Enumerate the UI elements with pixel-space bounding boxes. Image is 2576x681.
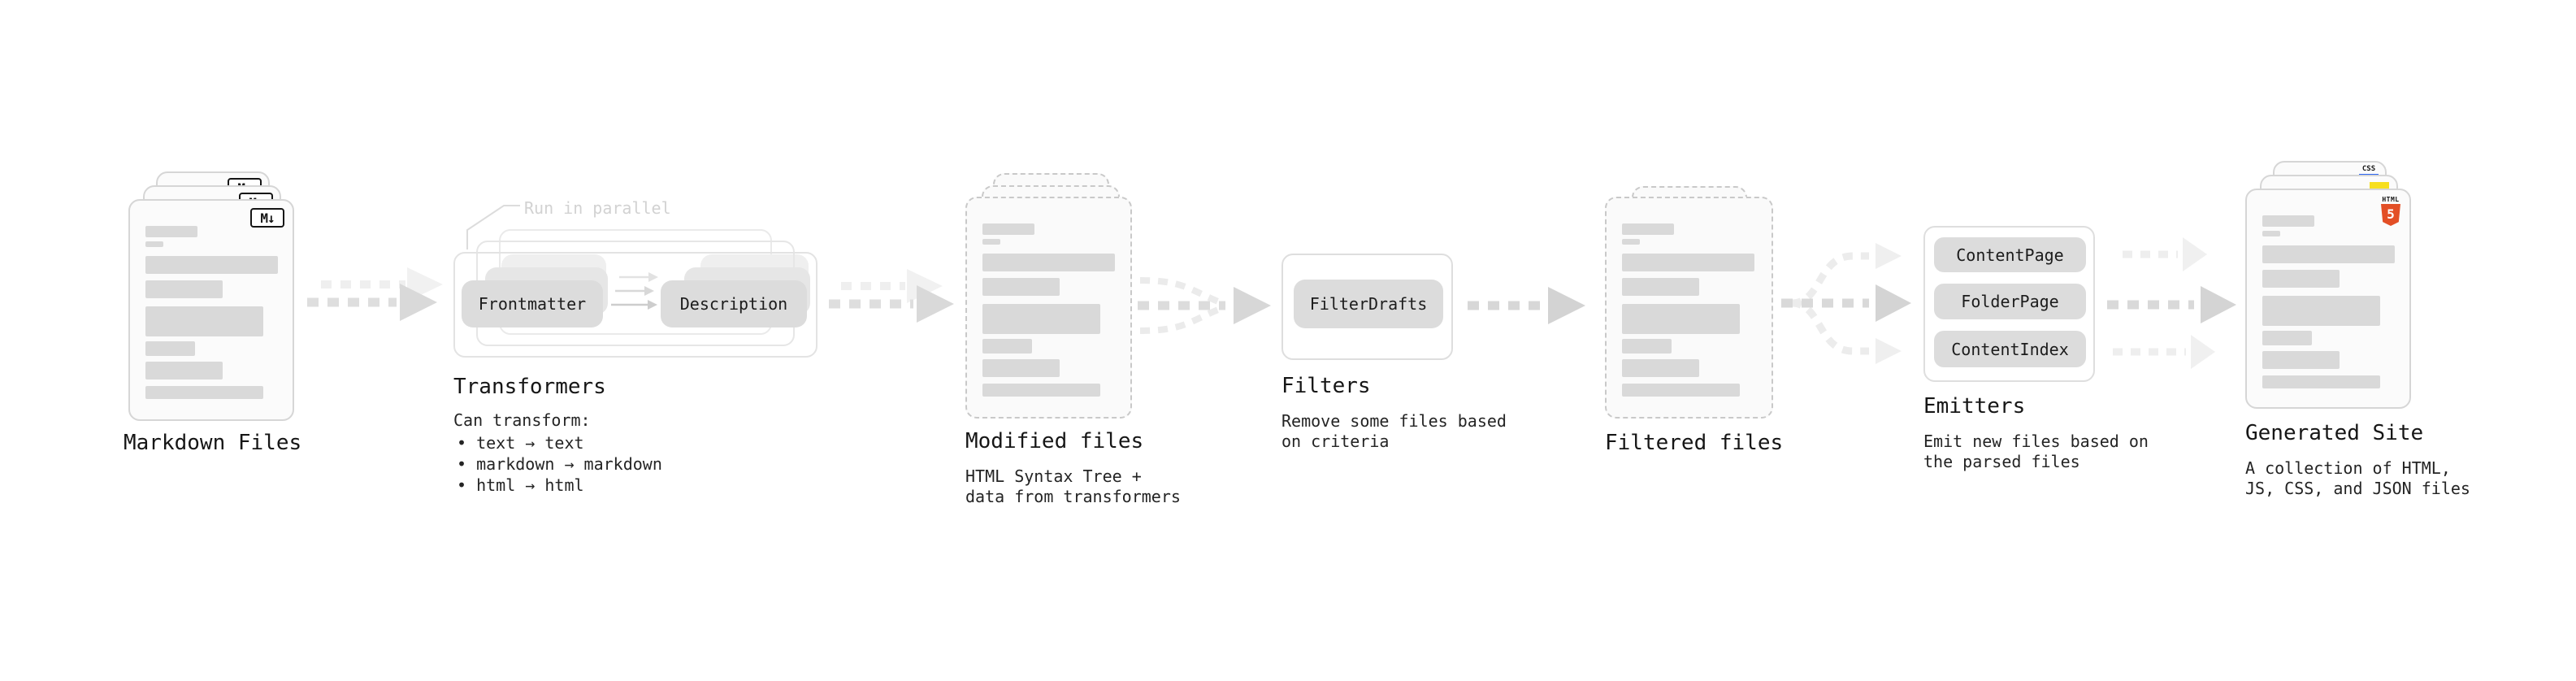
markdown-file-card-front: M↓ xyxy=(128,199,294,421)
placeholder-line xyxy=(145,256,278,274)
placeholder-line xyxy=(982,254,1115,271)
placeholder-line xyxy=(2262,351,2340,369)
placeholder-line xyxy=(982,384,1100,397)
placeholder-line xyxy=(1622,384,1740,397)
placeholder-line xyxy=(2262,245,2395,263)
placeholder-line xyxy=(1622,223,1674,235)
arrow-modified-to-filters-icon xyxy=(1138,277,1271,334)
transformers-bullets: • text → text • markdown → markdown • ht… xyxy=(457,432,662,496)
arrow-emitters-to-generated-icon xyxy=(2107,237,2236,369)
placeholder-line xyxy=(982,339,1032,354)
generated-site-caption: A collection of HTML, JS, CSS, and JSON … xyxy=(2245,458,2470,498)
parallel-pill-arrows-icon xyxy=(611,272,658,310)
modified-files-caption: HTML Syntax Tree + data from transformer… xyxy=(965,466,1181,506)
placeholder-line xyxy=(145,386,263,399)
placeholder-line xyxy=(1622,304,1740,334)
generated-file-card-html: HTML 5 xyxy=(2245,189,2411,409)
run-in-parallel-annotation: Run in parallel xyxy=(524,198,671,218)
placeholder-line xyxy=(145,362,223,380)
emitter-pill-contentpage: ContentPage xyxy=(1934,237,2086,272)
html5-logo-icon: HTML 5 xyxy=(2379,196,2403,226)
placeholder-line xyxy=(2262,215,2314,227)
filtered-files-label: Filtered files xyxy=(1605,431,1784,455)
markdown-files-label: Markdown Files xyxy=(124,431,302,455)
placeholder-line xyxy=(1622,278,1699,296)
placeholder-line xyxy=(145,241,163,247)
placeholder-line xyxy=(982,359,1060,377)
transformer-pill-description: Description xyxy=(661,280,807,327)
filtered-file-card-front xyxy=(1605,197,1773,419)
placeholder-line xyxy=(2262,231,2280,236)
transformer-box-front xyxy=(453,252,817,358)
html5-badge-text: HTML xyxy=(2382,196,2400,203)
placeholder-line xyxy=(1622,339,1672,354)
placeholder-line xyxy=(145,280,223,298)
markdown-icon: M↓ xyxy=(250,208,284,228)
placeholder-line xyxy=(145,226,197,237)
placeholder-line xyxy=(982,239,1000,245)
transformers-label: Transformers xyxy=(453,375,606,399)
placeholder-line xyxy=(2262,331,2312,345)
html5-shield-icon: 5 xyxy=(2381,204,2400,226)
placeholder-line xyxy=(145,306,263,336)
placeholder-line xyxy=(2262,375,2380,388)
javascript-file-icon xyxy=(2370,182,2389,190)
placeholder-line xyxy=(145,341,195,356)
bullet-item: • text → text xyxy=(457,433,584,453)
arrow-markdown-to-transformers-icon xyxy=(307,267,443,321)
modified-file-card-front xyxy=(965,197,1132,419)
placeholder-line xyxy=(982,278,1060,296)
generated-site-label: Generated Site xyxy=(2245,421,2424,445)
modified-files-label: Modified files xyxy=(965,429,1144,453)
transformer-pill-frontmatter: Frontmatter xyxy=(462,280,603,327)
placeholder-line xyxy=(2262,296,2380,326)
transformers-caption-title: Can transform: xyxy=(453,410,591,430)
arrow-filters-to-filtered-icon xyxy=(1468,287,1585,324)
emitters-label: Emitters xyxy=(1923,394,2026,419)
placeholder-line xyxy=(1622,239,1640,245)
filters-caption: Remove some files based on criteria xyxy=(1281,411,1507,451)
css-badge-text: CSS xyxy=(2361,165,2376,173)
arrow-transformers-to-modified-icon xyxy=(829,269,954,323)
run-in-parallel-leader-line xyxy=(466,205,520,249)
filters-label: Filters xyxy=(1281,374,1371,398)
arrow-filtered-to-emitters-icon xyxy=(1781,243,1911,364)
emitter-pill-folderpage: FolderPage xyxy=(1934,284,2086,319)
bullet-item: • html → html xyxy=(457,475,584,495)
emitter-pill-contentindex: ContentIndex xyxy=(1934,331,2086,367)
placeholder-line xyxy=(2262,270,2340,288)
placeholder-line xyxy=(982,223,1034,235)
bullet-item: • markdown → markdown xyxy=(457,454,662,474)
placeholder-line xyxy=(1622,359,1699,377)
filter-pill-filterdrafts: FilterDrafts xyxy=(1294,280,1443,328)
placeholder-line xyxy=(982,304,1100,334)
placeholder-line xyxy=(1622,254,1754,271)
emitters-caption: Emit new files based on the parsed files xyxy=(1923,432,2149,471)
